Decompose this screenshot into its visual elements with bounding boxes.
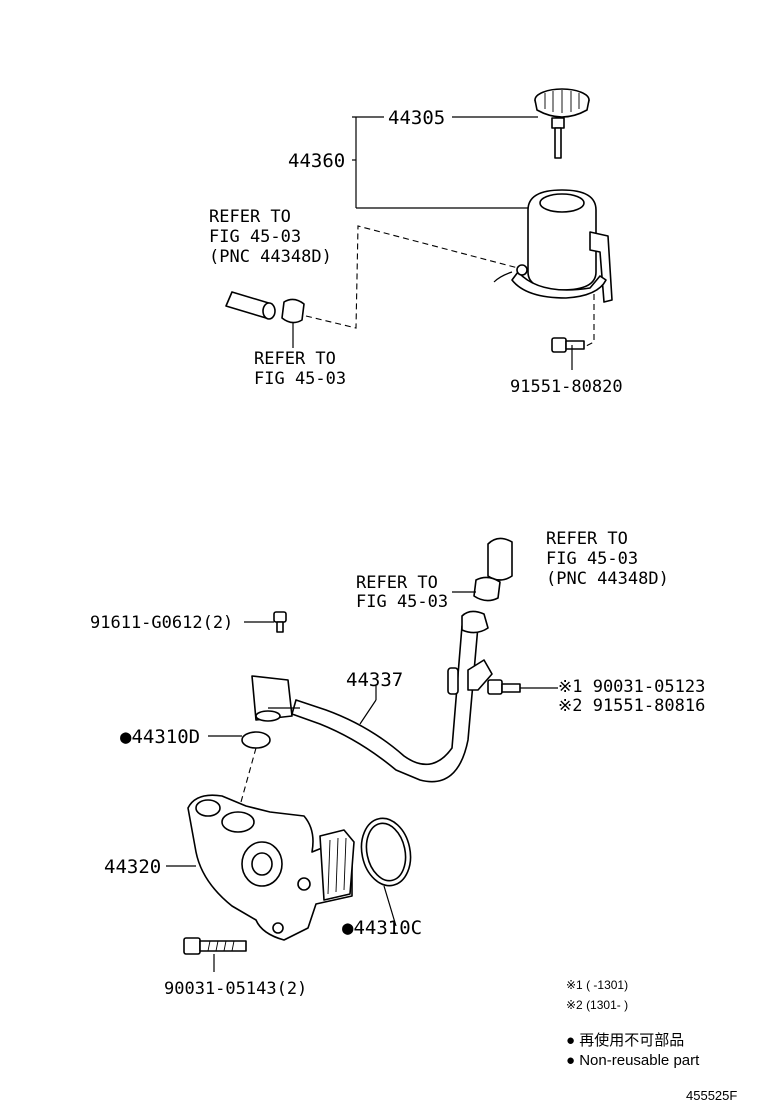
reservoir-cap[interactable] (534, 88, 590, 159)
ref-mid-right-2: FIG 45-03 (546, 549, 638, 569)
ref-top-small-2: FIG 45-03 (254, 369, 346, 389)
hose-end-mid (452, 537, 513, 602)
bolt-90031-05123[interactable] (487, 679, 558, 695)
ref-top-left-2: FIG 45-03 (209, 227, 301, 247)
bolt-91551-80820[interactable] (551, 337, 585, 370)
label-90031-05143: 90031-05143(2) (164, 979, 307, 999)
ref-mid-left-1: REFER TO (356, 573, 438, 593)
connection-guide-top (305, 225, 519, 329)
note-2: ※2 (1301- ) (566, 998, 628, 1012)
label-44310C: ●44310C (342, 917, 422, 939)
label-91551-80820: 91551-80820 (510, 377, 623, 397)
figure-code: 455525F (686, 1088, 737, 1103)
label-91551-80816: ※2 91551-80816 (558, 696, 705, 716)
ref-mid-left-2: FIG 45-03 (356, 592, 448, 612)
ref-mid-right-3: (PNC 44348D) (546, 569, 669, 589)
reservoir-tank[interactable] (493, 189, 613, 303)
return-hose-top (225, 291, 305, 348)
legend-en: ● Non-reusable part (566, 1052, 700, 1069)
ref-top-left-3: (PNC 44348D) (209, 247, 332, 267)
label-44337: 44337 (346, 669, 403, 691)
label-44360: 44360 (288, 150, 345, 172)
bolt-guide-top (581, 294, 595, 349)
bolt-91611-G0612[interactable] (244, 611, 287, 633)
legend-jp: ● 再使用不可部品 (566, 1032, 684, 1049)
ref-mid-right-1: REFER TO (546, 529, 628, 549)
ref-top-small-1: REFER TO (254, 349, 336, 369)
label-44320: 44320 (104, 856, 161, 878)
ref-top-left-1: REFER TO (209, 207, 291, 227)
label-90031-05123: ※1 90031-05123 (558, 677, 705, 697)
bracket-44360 (352, 116, 538, 209)
label-91611-G0612: 91611-G0612(2) (90, 613, 233, 633)
label-44310D: ●44310D (120, 726, 200, 748)
pipe-44337[interactable] (291, 610, 493, 783)
note-1: ※1 ( -1301) (566, 978, 628, 992)
bolt-90031-05143[interactable] (183, 937, 247, 972)
o-ring-44310D[interactable] (241, 731, 271, 749)
vane-pump-44320[interactable] (166, 794, 355, 941)
pipe-union (251, 675, 300, 722)
label-44305: 44305 (388, 107, 445, 129)
